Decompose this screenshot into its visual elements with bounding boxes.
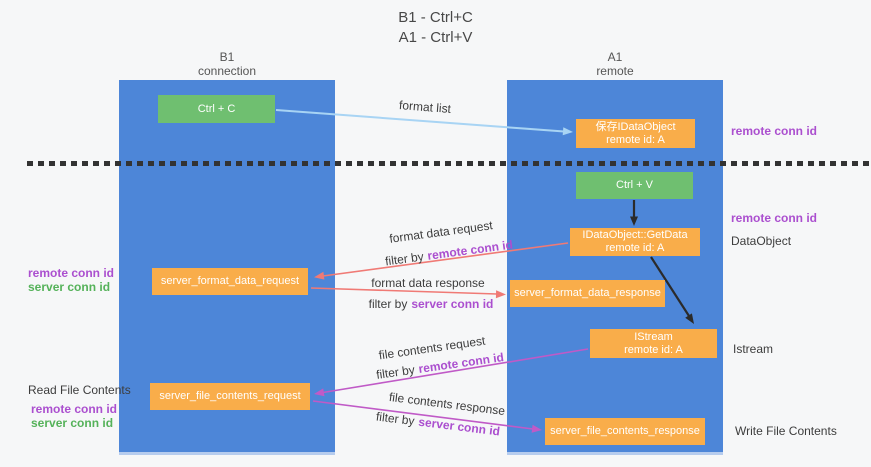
annotation-remote-conn-id-mid-left: remote conn id	[28, 266, 115, 280]
node-server-format-data-request: server_format_data_request	[152, 268, 308, 295]
annotation-istream: Istream	[733, 342, 774, 356]
node-server-file-contents-request: server_file_contents_request	[150, 383, 310, 410]
format-list-arrow	[275, 109, 573, 136]
lane-header-b1: B1 connection	[119, 50, 335, 78]
lane-header-a1: A1 remote	[507, 50, 723, 78]
filter-by-text: filter by	[368, 297, 408, 311]
title-line-2: A1 - Ctrl+V	[398, 29, 473, 46]
annotation-server-conn-id-mid-left: server conn id	[28, 280, 111, 294]
label-filter-by-server-conn-id-1: filter by server conn id	[369, 297, 494, 311]
node-format-request-label: server_format_data_request	[160, 275, 300, 287]
node-file-request-label: server_file_contents_request	[159, 390, 301, 402]
node-idataobject-getdata: IDataObject::GetData remote id: A	[570, 228, 700, 256]
format-data-response-arrow	[310, 287, 506, 299]
node-ctrl-v: Ctrl + V	[576, 172, 693, 199]
node-getdata-line2: remote id: A	[605, 242, 665, 254]
annotation-server-conn-id-bottom-left: server conn id	[31, 416, 114, 430]
file-contents-request-arrow	[314, 348, 589, 397]
annotation-dataobject: DataObject	[731, 234, 792, 248]
annotation-remote-conn-id-mid-right: remote conn id	[731, 211, 818, 225]
node-save-idataobject-line1: 保存IDataObject	[595, 120, 676, 133]
node-save-idataobject-line2: remote id: A	[606, 133, 665, 146]
label-format-data-response: format data response	[371, 276, 484, 290]
title-line-1: B1 - Ctrl+C	[398, 9, 473, 26]
getdata-to-istream-arrow	[650, 256, 694, 324]
node-server-format-data-response: server_format_data_response	[510, 280, 665, 307]
node-file-response-label: server_file_contents_response	[550, 425, 700, 437]
session-divider-dashed-line	[27, 161, 871, 166]
node-istream-line1: IStream	[634, 330, 673, 343]
lane-b1-subtitle: connection	[197, 64, 257, 78]
node-server-file-contents-response: server_file_contents_response	[545, 418, 705, 445]
node-istream-line2: remote id: A	[624, 343, 683, 356]
annotation-read-file-contents: Read File Contents	[28, 383, 131, 397]
annotation-remote-conn-id-bottom-left: remote conn id	[31, 402, 118, 416]
node-ctrl-c-label: Ctrl + C	[197, 102, 236, 115]
node-ctrl-c: Ctrl + C	[158, 95, 275, 123]
lane-a1-subtitle: remote	[596, 64, 634, 78]
lane-a1-title: A1	[607, 50, 623, 64]
node-ctrl-v-label: Ctrl + V	[616, 179, 653, 191]
node-getdata-line1: IDataObject::GetData	[582, 229, 688, 241]
annotation-remote-conn-id-top-right: remote conn id	[731, 124, 818, 138]
server-conn-id-text: server conn id	[411, 297, 494, 311]
ctrl-v-to-getdata-arrow	[630, 200, 638, 226]
lane-b1-title: B1	[219, 50, 235, 64]
node-format-response-label: server_format_data_response	[514, 287, 661, 299]
annotation-write-file-contents: Write File Contents	[735, 424, 837, 438]
format-data-request-arrow	[314, 242, 569, 280]
format-data-response-text: format data response	[371, 276, 485, 290]
node-save-idataobject: 保存IDataObject remote id: A	[576, 119, 695, 148]
node-istream: IStream remote id: A	[590, 329, 717, 358]
diagram-title: B1 - Ctrl+C A1 - Ctrl+V	[0, 8, 871, 48]
file-contents-response-arrow	[312, 400, 542, 433]
